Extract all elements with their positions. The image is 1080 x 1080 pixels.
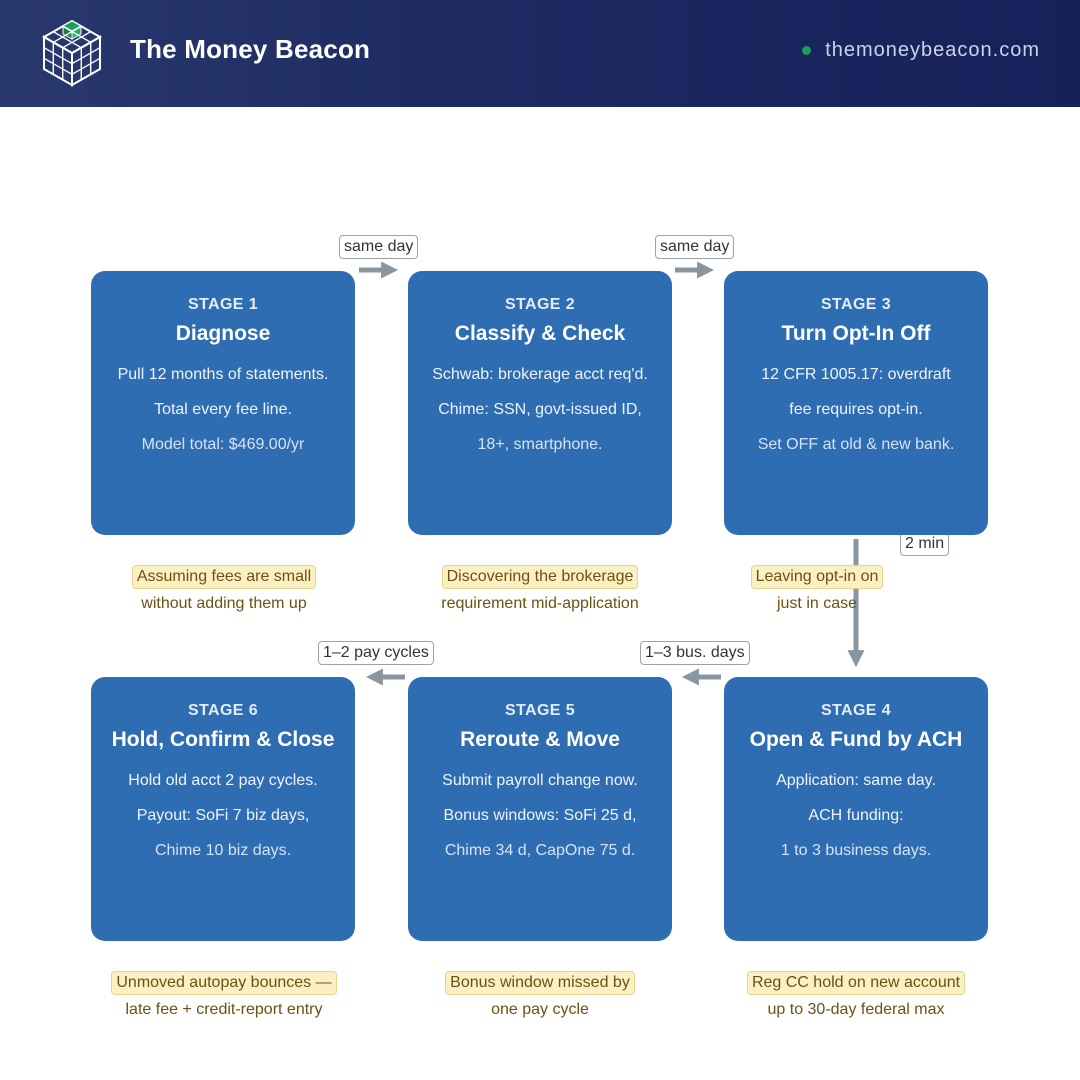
header-bar: The Money Beacon themoneybeacon.com (0, 0, 1080, 107)
stage-detail: 12 CFR 1005.17: overdraft (761, 366, 951, 383)
pitfall-detail: up to 30-day federal max (767, 1001, 945, 1018)
stage-title: Reroute & Move (460, 728, 620, 751)
pitfall-highlight: Bonus window missed by (445, 971, 635, 995)
stage-number: STAGE 1 (187, 296, 259, 313)
pitfall-highlight: Leaving opt-in on (750, 565, 884, 589)
pitfall-highlight: Assuming fees are small (131, 565, 317, 589)
stage-number: STAGE 5 (504, 702, 576, 719)
stage-title: Hold, Confirm & Close (111, 728, 335, 751)
stage-card-5: STAGE 5 Reroute & Move Submit payroll ch… (408, 677, 672, 941)
pitfall-stage-3: Leaving opt-in on just in case (617, 565, 1017, 614)
transition-label-1: same day (339, 235, 419, 259)
stage-detail: Submit payroll change now. (442, 772, 638, 789)
site-url[interactable]: themoneybeacon.com (802, 39, 1040, 62)
stage-card-1: STAGE 1 Diagnose Pull 12 months of state… (91, 271, 355, 535)
pitfall-highlight: Discovering the brokerage (441, 565, 639, 589)
stage-card-2: STAGE 2 Classify & Check Schwab: brokera… (408, 271, 672, 535)
stage-title: Classify & Check (454, 322, 626, 345)
stage-detail: 18+, smartphone. (477, 436, 603, 453)
pitfall-stage-6: Unmoved autopay bounces — late fee + cre… (24, 971, 424, 1020)
stage-title: Open & Fund by ACH (749, 728, 963, 751)
stage-detail: Chime 10 biz days. (154, 842, 292, 859)
stage-card-3: STAGE 3 Turn Opt-In Off 12 CFR 1005.17: … (724, 271, 988, 535)
stage-number: STAGE 3 (820, 296, 892, 313)
pitfall-detail: without adding them up (141, 595, 307, 612)
transition-label-5: 1–2 pay cycles (318, 641, 434, 665)
pitfall-stage-2: Discovering the brokerage requirement mi… (340, 565, 740, 614)
stage-detail: Payout: SoFi 7 biz days, (136, 807, 310, 824)
stage-detail: Total every fee line. (154, 401, 292, 418)
stage-detail: Pull 12 months of statements. (117, 366, 329, 383)
pitfall-stage-5: Bonus window missed by one pay cycle (340, 971, 740, 1020)
transition-label-4: 1–3 bus. days (640, 641, 750, 665)
pitfall-detail: requirement mid-application (441, 595, 639, 612)
stage-number: STAGE 6 (187, 702, 259, 719)
pitfall-highlight: Reg CC hold on new account (746, 971, 966, 995)
transition-label-3: 2 min (900, 532, 950, 556)
stage-title: Turn Opt-In Off (781, 322, 931, 345)
stage-detail: Application: same day. (776, 772, 936, 789)
pitfall-highlight: Unmoved autopay bounces — (111, 971, 337, 995)
stage-card-6: STAGE 6 Hold, Confirm & Close Hold old a… (91, 677, 355, 941)
stage-detail: fee requires opt-in. (789, 401, 923, 418)
transition-label-2: same day (655, 235, 735, 259)
brand-name: The Money Beacon (130, 34, 371, 64)
site-url-text: themoneybeacon.com (825, 39, 1040, 61)
stage-detail: Chime 34 d, CapOne 75 d. (444, 842, 636, 859)
pitfall-detail: one pay cycle (491, 1001, 589, 1018)
stage-title: Diagnose (175, 322, 271, 345)
stage-detail: Hold old acct 2 pay cycles. (128, 772, 318, 789)
status-dot-icon (802, 46, 812, 55)
cube-icon (41, 19, 103, 87)
stage-detail: Chime: SSN, govt-issued ID, (438, 401, 642, 418)
stage-number: STAGE 2 (504, 296, 576, 313)
pitfall-detail: just in case (776, 595, 858, 612)
stage-detail: ACH funding: (808, 807, 904, 824)
stage-detail: Schwab: brokerage acct req'd. (432, 366, 648, 383)
stage-detail: Model total: $469.00/yr (141, 436, 305, 453)
pitfall-detail: late fee + credit-report entry (125, 1001, 323, 1018)
stage-number: STAGE 4 (820, 702, 892, 719)
pitfall-stage-4: Reg CC hold on new account up to 30-day … (656, 971, 1056, 1020)
stage-detail: 1 to 3 business days. (780, 842, 932, 859)
stage-detail: Bonus windows: SoFi 25 d, (443, 807, 637, 824)
stage-detail: Set OFF at old & new bank. (757, 436, 955, 453)
stage-card-4: STAGE 4 Open & Fund by ACH Application: … (724, 677, 988, 941)
pitfall-stage-1: Assuming fees are small without adding t… (24, 565, 424, 614)
